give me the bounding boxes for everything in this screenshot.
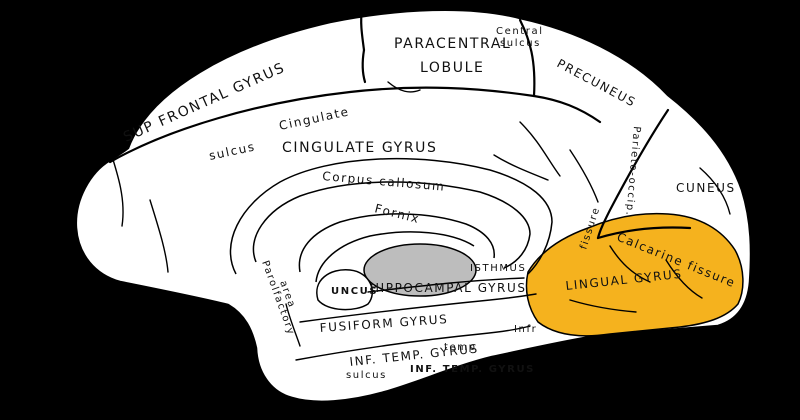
fornix-band: [298, 213, 495, 273]
uncus-shape: [316, 269, 373, 311]
frontal-sulcus-a: [109, 149, 124, 227]
lingual-groove-c: [569, 299, 637, 313]
label-hippocampal-gyrus: HIPPOCAMPAL GYRUS: [370, 281, 527, 295]
label-inf-temp-gyrus-bottom: INF. TEMP. GYRUS: [410, 364, 535, 375]
label-isthmus: ISTHMUS: [470, 263, 526, 274]
label-uncus: UNCUS: [331, 286, 378, 297]
lingual-gyrus-region: [525, 212, 744, 337]
cingulate-gyrus-boundary: [229, 157, 553, 275]
marginal-sulcus: [518, 18, 536, 98]
lingual-groove-a: [609, 245, 651, 283]
cuneus-sulcus: [699, 167, 731, 215]
label-paracentral: PARACENTRAL: [394, 36, 511, 52]
collateral-sulcus: [299, 293, 537, 323]
inner-ventricle: [315, 231, 475, 283]
calcarine-sulcus: [596, 226, 692, 240]
label-cingulate-gyrus: CINGULATE GYRUS: [282, 140, 438, 156]
label-cuneus: CUNEUS: [676, 181, 736, 195]
cingulate-sulcus: [108, 86, 602, 164]
precuneus-sulcus-c: [569, 149, 599, 203]
frontal-sulcus-b: [149, 199, 169, 273]
label-sulcus-bottom: sulcus: [346, 370, 387, 381]
paracentral-notch: [387, 81, 421, 93]
label-temp: temp: [444, 342, 477, 353]
central-sulcus: [360, 8, 366, 52]
lingual-groove-b: [665, 259, 703, 299]
precuneus-sulcus-a: [519, 121, 561, 177]
label-central-sulcus-line2: sulcus: [500, 38, 541, 49]
parieto-occipital-sulcus: [596, 108, 670, 240]
corpus-callosum: [252, 181, 531, 269]
precuneus-sulcus-b: [493, 154, 549, 181]
hippocampal-boundary: [367, 277, 525, 293]
temporal-pole-sulcus: [285, 303, 301, 347]
occipitotemporal-sulcus: [295, 325, 531, 361]
paracentral-sulcus: [361, 48, 367, 84]
label-lobule: LOBULE: [420, 60, 484, 76]
label-infr: Infr: [514, 324, 537, 335]
label-central-sulcus-line1: Central: [496, 26, 544, 37]
